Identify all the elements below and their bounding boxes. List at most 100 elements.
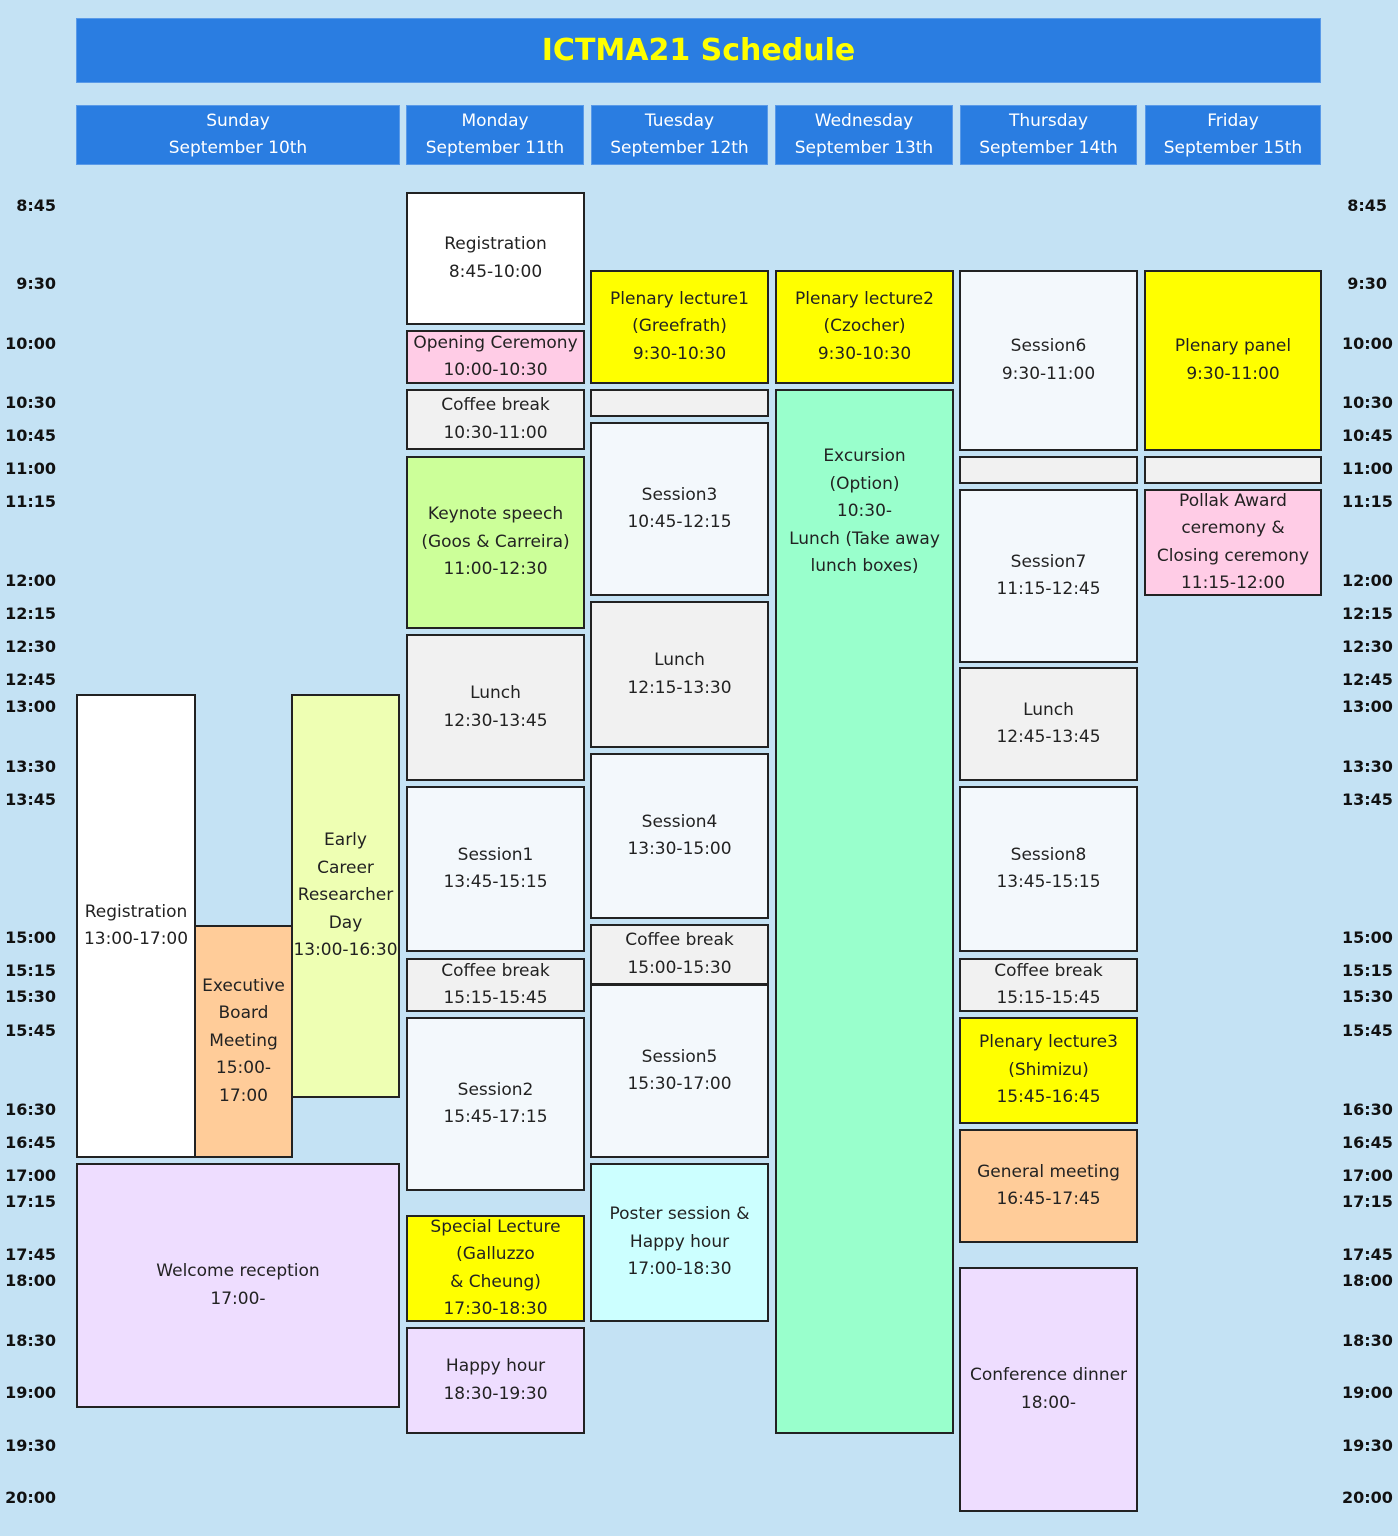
event-label: Plenary lecture1 <box>610 288 749 309</box>
event-label: (Galluzzo <box>456 1244 535 1264</box>
time-label-left: 12:45 <box>5 670 56 689</box>
day-name: Thursday <box>1008 111 1089 131</box>
event-time: 10:00-10:30 <box>443 360 548 380</box>
event-monday-keynote-speech[interactable]: Keynote speech(Goos & Carreira)11:00-12:… <box>406 456 585 629</box>
event-label: Coffee break <box>625 930 734 950</box>
time-label-right: 17:45 <box>1342 1245 1393 1264</box>
event-time: 15:30-17:00 <box>627 1074 732 1094</box>
time-label-right: 9:30 <box>1347 274 1387 293</box>
time-label-right: 11:15 <box>1342 492 1393 511</box>
event-label: (Czocher) <box>823 316 906 337</box>
event-time: 12:15-13:30 <box>627 677 732 698</box>
time-label-left: 19:00 <box>5 1383 56 1402</box>
event-label: Pollak Award <box>1179 490 1287 511</box>
event-label: Lunch <box>470 683 521 703</box>
event-label: (Goos & Carreira) <box>421 531 570 552</box>
time-label-right: 10:45 <box>1342 426 1393 445</box>
event-thursday-plenary-lecture3[interactable]: Plenary lecture3(Shimizu)15:45-16:45 <box>959 1017 1138 1124</box>
event-thursday-session8[interactable]: Session8 13:45-15:15 <box>959 786 1138 952</box>
event-tuesday-break[interactable] <box>590 389 769 417</box>
event-label: Day <box>328 912 363 933</box>
time-label-left: 12:30 <box>5 637 56 656</box>
event-label: Lunch <box>1023 699 1074 720</box>
time-label-left: 19:30 <box>5 1436 56 1455</box>
day-name: Sunday <box>206 111 270 131</box>
time-label-right: 8:45 <box>1347 196 1387 215</box>
event-label: Happy hour <box>445 1356 546 1376</box>
event-wednesday-plenary-lecture2[interactable]: Plenary lecture2(Czocher)9:30-10:30 <box>775 270 954 384</box>
event-label: General meeting <box>977 1161 1120 1182</box>
event-sunday-welcome-reception[interactable]: Welcome reception 17:00- <box>76 1163 400 1408</box>
event-label: Closing ceremony <box>1156 545 1310 566</box>
event-label: 10:30- <box>836 501 893 521</box>
event-label: Welcome reception <box>156 1261 320 1281</box>
time-label-right: 13:00 <box>1342 697 1393 716</box>
event-tuesday-plenary-lecture1[interactable]: Plenary lecture1(Greefrath)9:30-10:30 <box>590 270 769 384</box>
event-time: 13:45-15:15 <box>443 872 548 892</box>
event-label: (Option) <box>829 473 900 494</box>
event-label: Early <box>324 830 367 851</box>
event-time: 13:45-15:15 <box>996 872 1101 892</box>
event-label: Happy hour <box>629 1231 730 1252</box>
event-friday-break[interactable] <box>1144 456 1322 484</box>
event-label: Session1 <box>457 844 534 865</box>
event-monday-session1[interactable]: Session1 13:45-15:15 <box>406 786 585 952</box>
event-time: 15:15-15:45 <box>443 988 548 1008</box>
event-label: Coffee break <box>441 395 550 415</box>
event-time: 11:15-12:45 <box>996 579 1101 599</box>
event-label: Registration <box>84 901 188 922</box>
time-label-right: 13:30 <box>1342 757 1393 776</box>
time-label-left: 8:45 <box>16 196 56 215</box>
event-time: 17:00- <box>210 1288 266 1309</box>
time-label-right: 12:15 <box>1342 604 1393 623</box>
event-tuesday-poster-session[interactable]: Poster session & Happy hour 17:00-18:30 <box>590 1163 769 1322</box>
event-label: Career <box>317 857 374 878</box>
event-label: Plenary lecture2 <box>795 288 934 309</box>
event-label: lunch boxes) <box>810 556 919 576</box>
event-time: 11:00-12:30 <box>443 559 548 580</box>
time-label-right: 18:00 <box>1342 1271 1393 1290</box>
event-label: Conference dinner <box>969 1365 1128 1385</box>
event-monday-special-lecture[interactable]: Special Lecture(Galluzzo& Cheung)17:30-1… <box>406 1215 585 1322</box>
event-time: 17:00-18:30 <box>627 1259 732 1280</box>
time-label-right: 20:00 <box>1342 1488 1393 1507</box>
time-label-left: 12:00 <box>5 571 56 590</box>
event-time: 9:30-11:00 <box>1186 363 1280 384</box>
event-label: Session6 <box>1010 336 1087 356</box>
event-label: Poster session & <box>609 1204 750 1225</box>
event-time: 13:30-15:00 <box>627 839 732 859</box>
event-label: Plenary panel <box>1174 336 1292 356</box>
event-time: 15:15-15:45 <box>996 988 1101 1008</box>
event-label: Session8 <box>1010 844 1087 865</box>
schedule-title: ICTMA21 Schedule <box>76 18 1321 83</box>
event-friday-plenary-panel[interactable]: Plenary panel 9:30-11:00 <box>1144 270 1322 451</box>
event-thursday-break[interactable] <box>959 456 1138 484</box>
time-label-right: 15:15 <box>1342 961 1393 980</box>
